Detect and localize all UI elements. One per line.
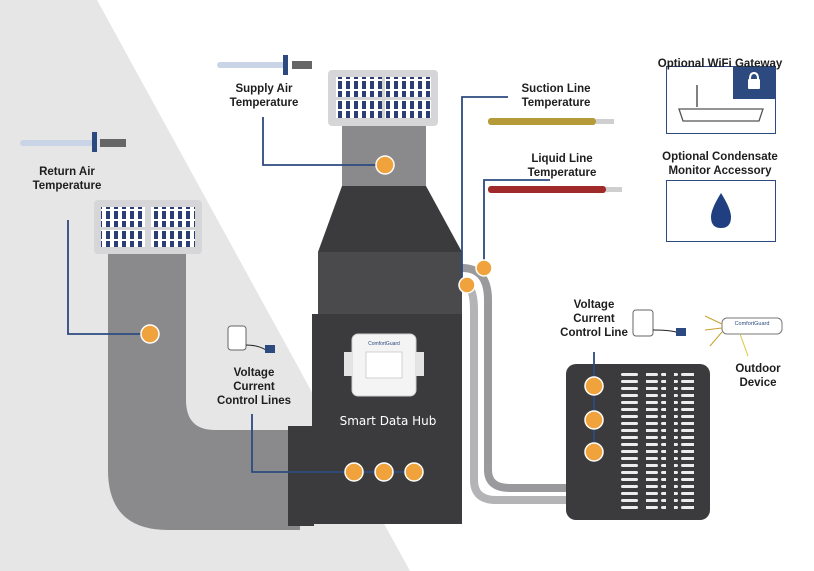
outdoor-voltage-label: Voltage Current Control Line [548,298,640,340]
indoor-voltage-line2: Current [233,381,275,393]
return-air-label: Return Air Temperature [18,165,116,193]
outdoor-device-module [704,315,783,357]
suction-line-label-line2: Temperature [521,97,591,109]
liquid-line-label: Liquid Line Temperature [514,152,610,180]
liquid-line-label-line2: Temperature [527,167,597,179]
suction-line-label: Suction Line Temperature [508,82,604,110]
outdoor-control-dot [584,442,604,462]
liquid-line-pipe [488,186,622,193]
indoor-voltage-dot [344,462,364,482]
condensate-label: Optional Condensate Monitor Accessory [650,150,790,178]
outdoor-condenser [566,364,710,520]
outdoor-ct-clamp [632,309,686,337]
condensate-label-line1: Optional Condensate [662,151,778,163]
indoor-voltage-line1: Voltage [233,367,275,379]
hub-brand-tag: ComfortGuard [368,341,400,347]
indoor-voltage-line3: Control Lines [216,395,292,407]
wifi-gateway-box [666,66,776,134]
water-drop-icon [711,193,731,228]
condensate-label-line2: Monitor Accessory [668,165,772,177]
return-air-sensor-dot [140,324,160,344]
outdoor-device-line1: Outdoor [735,363,781,375]
indoor-control-dot [404,462,424,482]
wifi-gateway-label: Optional WiFi Gateway [650,57,790,71]
hub-label: Smart Data Hub [339,414,437,428]
suction-line-pipe [488,118,614,125]
suction-line-sensor-dot [458,276,476,294]
wifi-gateway-label-text: Optional WiFi Gateway [657,58,783,70]
outdoor-voltage-dot [584,376,604,396]
supply-air-sensor-dot [375,155,395,175]
suction-line-label-line1: Suction Line [521,83,591,95]
indoor-ct-clamp [227,325,275,353]
supply-air-label-line2: Temperature [229,97,299,109]
outdoor-current-dot [584,410,604,430]
liquid-line-sensor-dot [475,259,493,277]
condensate-monitor-box [666,180,776,242]
router-icon [678,67,775,122]
furnace-unit [312,70,462,524]
supply-air-probe [217,55,312,75]
indoor-voltage-label: Voltage Current Control Lines [208,366,300,408]
outdoor-brand-tag: ComfortGuard [734,321,770,327]
return-air-label-line1: Return Air [39,166,95,178]
outdoor-device-line2: Device [739,377,777,389]
outdoor-device-label: Outdoor Device [728,362,788,390]
outdoor-voltage-line2: Current [573,313,615,325]
outdoor-voltage-line1: Voltage [573,299,615,311]
smart-data-hub-device [344,333,424,397]
return-air-probe [20,132,126,152]
return-air-label-line2: Temperature [32,180,102,192]
return-air-duct [94,200,314,530]
indoor-current-dot [374,462,394,482]
liquid-line-label-line1: Liquid Line [531,153,593,165]
supply-air-label-line1: Supply Air [235,83,293,95]
supply-air-label: Supply Air Temperature [218,82,310,110]
outdoor-voltage-line3: Control Line [560,327,628,339]
